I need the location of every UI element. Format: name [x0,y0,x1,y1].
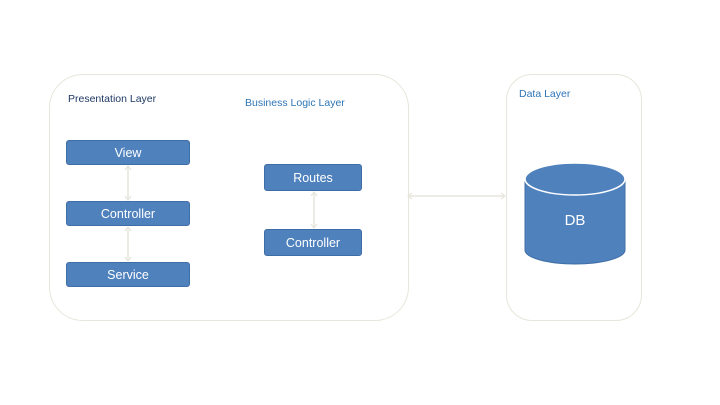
presentation-controller-box: Controller [66,201,190,226]
routes-box: Routes [264,164,362,191]
service-box: Service [66,262,190,287]
presentation-layer-title: Presentation Layer [68,93,157,105]
business-logic-layer-title: Business Logic Layer [245,97,345,109]
database-cylinder-icon [524,162,626,265]
business-controller-box: Controller [264,229,362,256]
data-layer-title: Data Layer [519,88,571,100]
db-label: DB [564,212,586,229]
view-box: View [66,140,190,165]
